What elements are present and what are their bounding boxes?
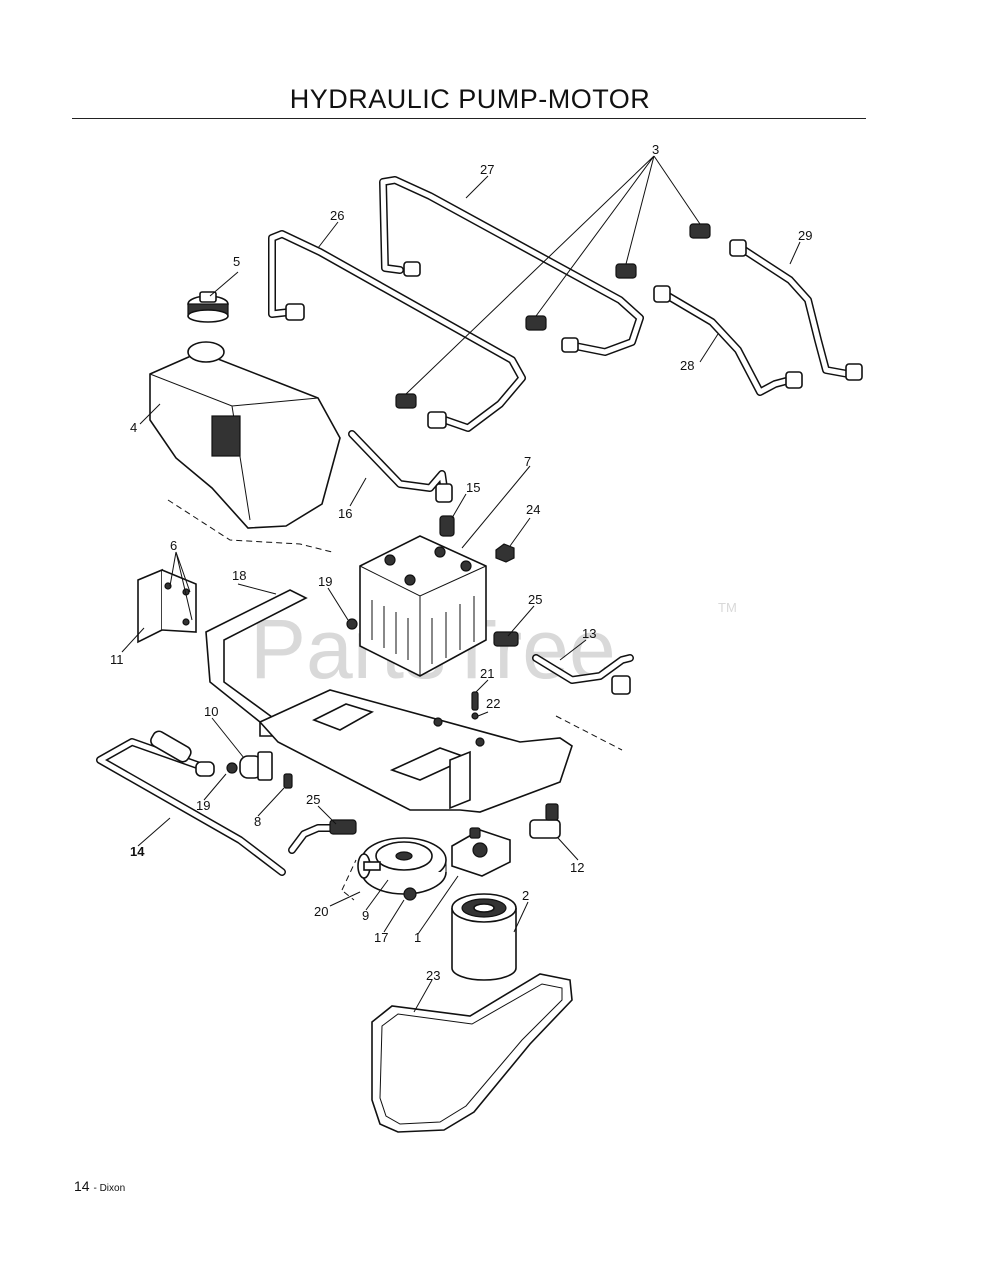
page-title: HYDRAULIC PUMP-MOTOR [289, 84, 651, 114]
callout-labels: 3 27 26 29 5 28 4 7 15 16 24 6 18 19 25 … [110, 142, 812, 983]
part-2-filter [451, 893, 517, 981]
part-10-clamp [195, 751, 273, 781]
callout-9: 9 [362, 908, 369, 923]
part-8-bolt [283, 773, 293, 789]
part-21-22-bolt [471, 691, 479, 720]
callout-25-upper: 25 [528, 592, 542, 607]
callout-22: 22 [486, 696, 500, 711]
callout-15: 15 [466, 480, 480, 495]
part-24-nut [495, 543, 515, 563]
callout-21: 21 [480, 666, 494, 681]
part-19-nut-lower [226, 762, 238, 774]
callout-3: 3 [652, 142, 659, 157]
title-rule [72, 118, 866, 119]
page-number: 14 [74, 1178, 90, 1194]
callout-19-lower: 19 [196, 798, 210, 813]
part-25-fitting-lower [288, 819, 357, 854]
watermark-tm: TM [718, 600, 737, 615]
callout-26: 26 [330, 208, 344, 223]
part-29-tube [729, 239, 863, 381]
part-1-filter-head [451, 827, 511, 877]
callout-17: 17 [374, 930, 388, 945]
callout-28: 28 [680, 358, 694, 373]
callout-18: 18 [232, 568, 246, 583]
callout-11: 11 [110, 652, 124, 667]
part-12-fitting [529, 803, 561, 839]
callout-1: 1 [414, 930, 421, 945]
part-23-belt [371, 973, 573, 1133]
callout-25-lower: 25 [306, 792, 320, 807]
part-7-pump [359, 535, 487, 677]
footer-brand: - Dixon [93, 1183, 126, 1194]
page-footer: 14 - Dixon [74, 1178, 125, 1194]
callout-6: 6 [170, 538, 177, 553]
part-15-fitting [439, 515, 455, 537]
part-9-pulley [361, 837, 447, 895]
callout-29: 29 [798, 228, 812, 243]
part-26-tube [268, 230, 526, 432]
part-28-tube [653, 285, 803, 396]
callout-24: 24 [526, 502, 540, 517]
callout-10: 10 [204, 704, 218, 719]
leader-lines [121, 175, 801, 1013]
callout-14: 14 [130, 844, 145, 859]
callout-2: 2 [522, 888, 529, 903]
callout-12: 12 [570, 860, 584, 875]
part-14-rod [96, 730, 286, 876]
callout-23: 23 [426, 968, 440, 983]
part-11-bracket [137, 568, 197, 644]
part-19-nut-upper [346, 618, 358, 630]
part-18-plate [205, 589, 623, 813]
part-4-tank [149, 341, 341, 553]
callout-20: 20 [314, 904, 328, 919]
part-17-nut [403, 887, 417, 901]
part-25-fitting-upper [493, 631, 519, 647]
callout-8: 8 [254, 814, 261, 829]
callout-27: 27 [480, 162, 494, 177]
part-16-hose [348, 430, 453, 503]
callout-5: 5 [233, 254, 240, 269]
callout-4: 4 [130, 420, 137, 435]
callout-13: 13 [582, 626, 596, 641]
callout-7: 7 [524, 454, 531, 469]
part-27-tube [379, 176, 644, 356]
part-20-screw [341, 853, 381, 901]
part-5-cap [187, 291, 229, 323]
part-3-fittings [395, 155, 711, 409]
callout-16: 16 [338, 506, 352, 521]
part-13-hose [532, 654, 634, 695]
callout-19-upper: 19 [318, 574, 332, 589]
